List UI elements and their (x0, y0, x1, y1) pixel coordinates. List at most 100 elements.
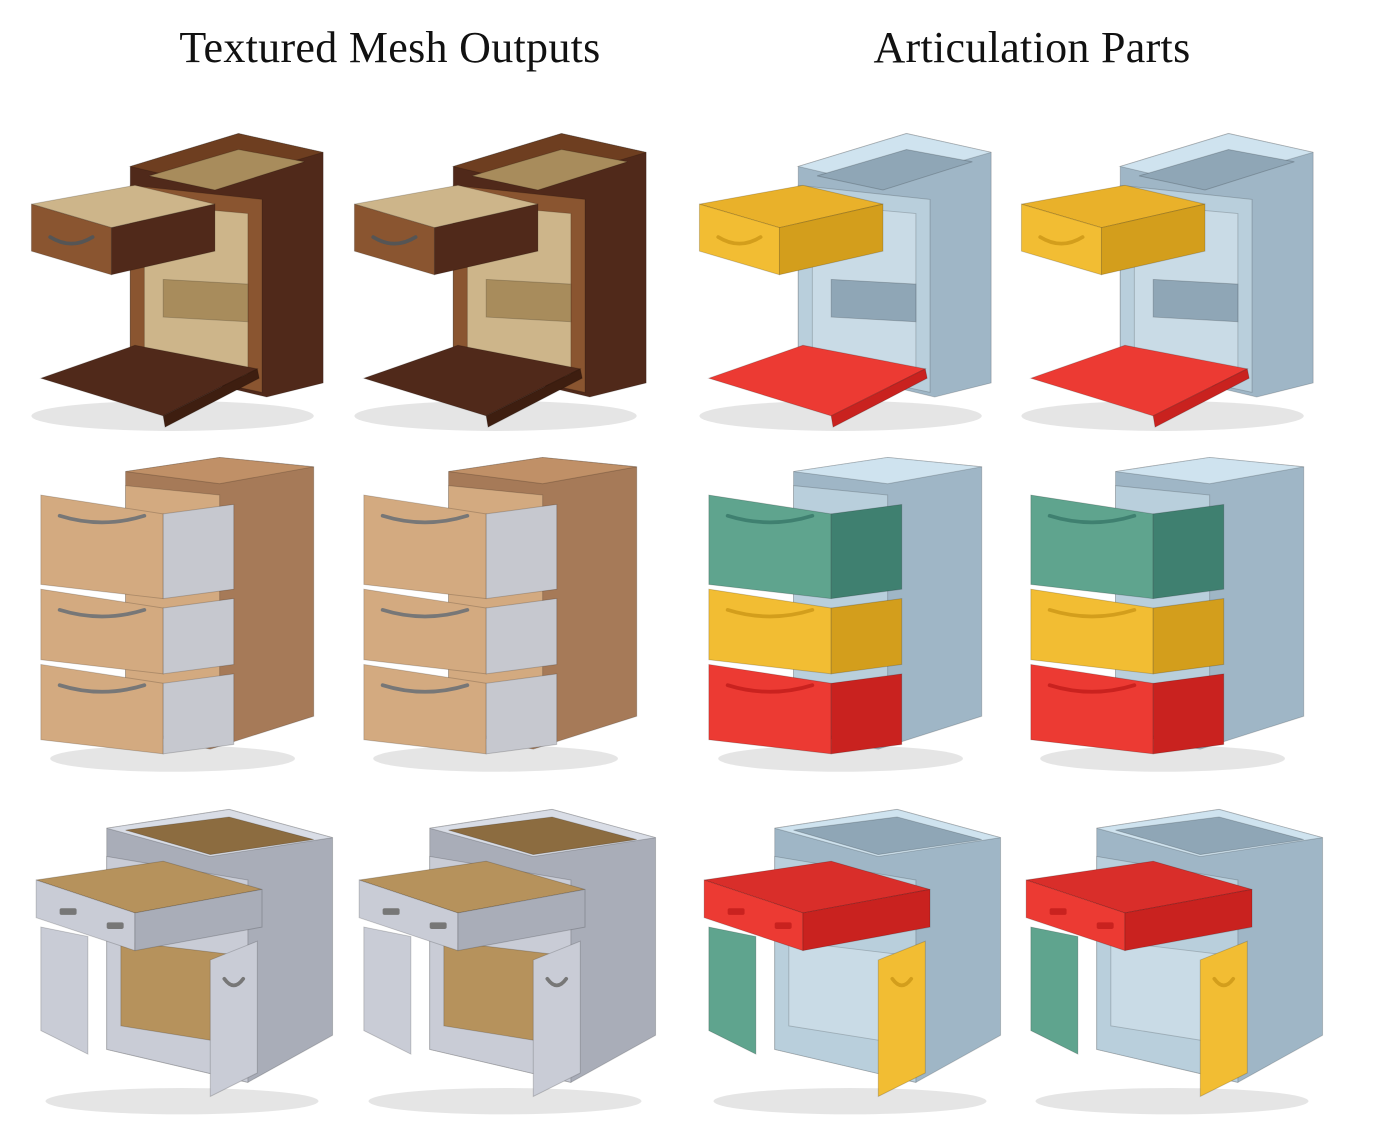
cabinet-render (1012, 438, 1332, 778)
cabinet-render (345, 100, 665, 440)
drawer-side (802, 888, 931, 952)
drawer-side (1124, 888, 1253, 952)
door-flap-edge (485, 368, 583, 428)
cabinet-opening (448, 816, 637, 856)
cabinet-top (1115, 456, 1304, 485)
handle-icon (1047, 513, 1137, 525)
cabinet-illustration (35, 808, 334, 1115)
handle-icon (725, 683, 815, 694)
cabinet-render (690, 100, 1010, 440)
drawer-side (162, 673, 235, 755)
cabinet-render (1012, 100, 1332, 440)
handle-icon (1038, 235, 1085, 246)
cabinet-top (448, 456, 637, 485)
drawer-side (162, 598, 235, 675)
cabinet-render (345, 438, 665, 778)
handle-icon (890, 976, 914, 988)
handle-icon (59, 908, 77, 915)
cabinet-top (125, 456, 314, 485)
drawer-side (485, 598, 558, 675)
handle-icon (1212, 976, 1236, 988)
cabinet-opening (148, 149, 305, 191)
drawer-side (830, 598, 903, 675)
cabinet-render (345, 790, 665, 1130)
cabinet-top (793, 456, 982, 485)
handle-icon (1049, 908, 1067, 915)
cabinet-opening (1138, 149, 1295, 191)
handle-icon (1047, 608, 1137, 619)
drawer-side (485, 673, 558, 755)
handle-icon (106, 922, 124, 929)
cabinet-render (22, 790, 342, 1130)
floor-shadow (373, 745, 618, 772)
cabinet-opening (471, 149, 628, 191)
cabinet-opening (125, 816, 314, 856)
door-right (209, 940, 258, 1098)
cabinet-render (22, 438, 342, 778)
drawer-front (698, 203, 780, 276)
floor-shadow (1040, 745, 1285, 772)
handle-icon (380, 683, 470, 694)
drawer-side (830, 673, 903, 755)
drawer-side (134, 888, 263, 952)
drawer-front (40, 494, 164, 600)
door-left (40, 926, 89, 1055)
cabinet-opening (816, 149, 973, 191)
handle-icon (727, 908, 745, 915)
floor-shadow (718, 745, 963, 772)
cabinet-illustration (30, 133, 324, 431)
drawer-side (830, 503, 903, 600)
handle-icon (380, 513, 470, 525)
cabinet-illustration (353, 133, 647, 431)
door-flap-edge (1152, 368, 1250, 428)
articulation-parts-heading: Articulation Parts (873, 23, 1191, 72)
cabinet-illustration (363, 456, 638, 772)
drawer-front (363, 494, 487, 600)
door-flap-edge (830, 368, 928, 428)
door-flap-edge (162, 368, 260, 428)
handle-icon (429, 922, 447, 929)
door-left (708, 926, 757, 1055)
cabinet-illustration (1025, 808, 1324, 1115)
cabinet-illustration (708, 456, 983, 772)
cabinet-render (690, 790, 1010, 1130)
drawer-front (1030, 494, 1154, 600)
handle-icon (380, 608, 470, 619)
cabinet-illustration (1030, 456, 1305, 772)
drawer-side (485, 503, 558, 600)
cabinet-shelf (485, 278, 572, 323)
textured-mesh-outputs-heading: Textured Mesh Outputs (179, 23, 601, 72)
floor-shadow (1035, 1088, 1309, 1115)
door-right (532, 940, 581, 1098)
handle-icon (57, 683, 147, 694)
cabinet-shelf (830, 278, 917, 323)
cabinet-illustration (40, 456, 315, 772)
door-left (363, 926, 412, 1055)
cabinet-render (1012, 790, 1332, 1130)
drawer-side (162, 503, 235, 600)
drawer-front (708, 494, 832, 600)
handle-icon (774, 922, 792, 929)
handle-icon (545, 976, 569, 988)
drawer-side (1152, 598, 1225, 675)
door-right (1199, 940, 1248, 1098)
handle-icon (1096, 922, 1114, 929)
drawer-side (1152, 503, 1225, 600)
cabinet-illustration (358, 808, 657, 1115)
handle-icon (725, 608, 815, 619)
handle-icon (57, 513, 147, 525)
drawer-side (1152, 673, 1225, 755)
cabinet-shelf (1152, 278, 1239, 323)
drawer-front (30, 203, 112, 276)
drawer-side (457, 888, 586, 952)
handle-icon (1047, 683, 1137, 694)
floor-shadow (45, 1088, 319, 1115)
handle-icon (382, 908, 400, 915)
handle-icon (716, 235, 763, 246)
handle-icon (57, 608, 147, 619)
floor-shadow (368, 1088, 642, 1115)
floor-shadow (713, 1088, 987, 1115)
cabinet-render (690, 438, 1010, 778)
cabinet-shelf (162, 278, 249, 323)
door-right (877, 940, 926, 1098)
